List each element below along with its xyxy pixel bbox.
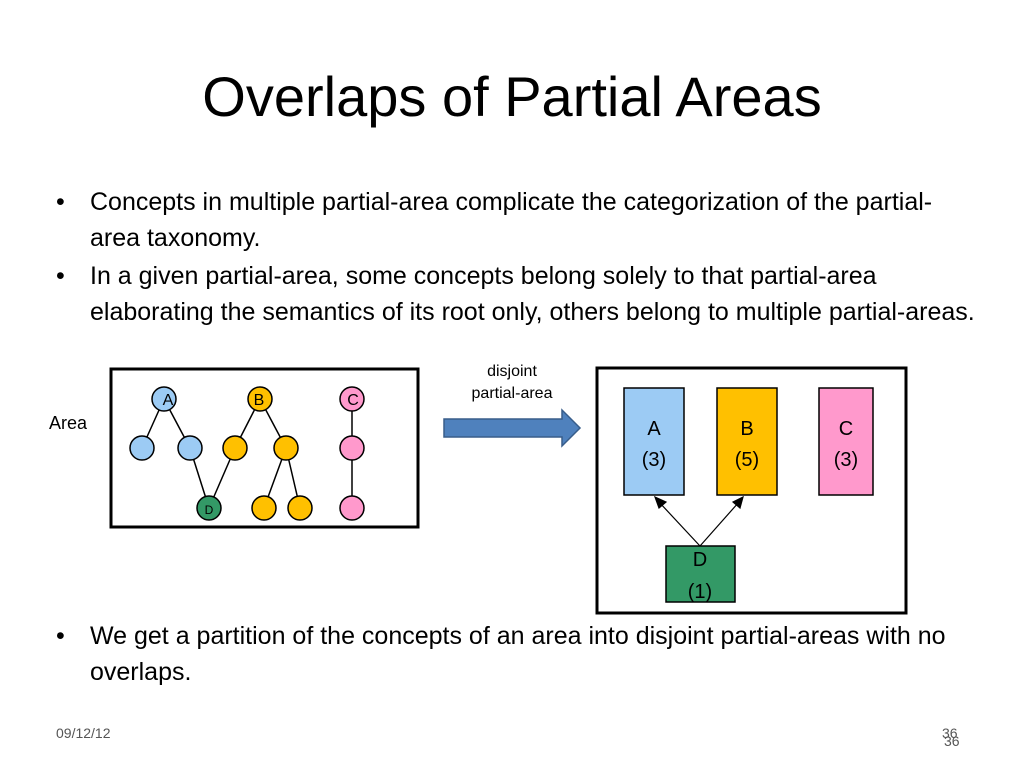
partial-area-labels: A (3) B (5) C (3) D (1) xyxy=(642,418,858,603)
node-label-b: B xyxy=(254,392,265,409)
node-label-d: D xyxy=(205,503,214,517)
page-number: 36 xyxy=(942,725,958,741)
concept-node-labels: A B C D xyxy=(163,392,359,517)
footer-page-number: 36 36 xyxy=(942,725,960,749)
footer-date: 09/12/12 xyxy=(56,725,111,741)
arrow-label-line2: partial-area xyxy=(472,385,553,402)
concept-node xyxy=(339,435,365,461)
partial-area-a xyxy=(623,387,685,496)
area-label: Area xyxy=(49,413,88,433)
concept-node-d xyxy=(196,495,222,521)
concept-node-b xyxy=(247,386,273,412)
partial-area-d-count: (1) xyxy=(688,581,712,603)
partial-area-b xyxy=(716,387,778,496)
bullet-item: • Concepts in multiple partial-area comp… xyxy=(56,184,976,256)
concept-node xyxy=(287,495,313,521)
concept-node xyxy=(177,435,203,461)
bullet-marker: • xyxy=(56,262,65,290)
partial-area-b-count: (5) xyxy=(735,449,759,471)
partial-area-boxes xyxy=(623,387,874,603)
bullet-list-bottom: • We get a partition of the concepts of … xyxy=(56,618,996,692)
partial-area-c-count: (3) xyxy=(834,449,858,471)
partial-area-d-name: D xyxy=(693,549,707,571)
partial-area-a-name: A xyxy=(647,418,661,440)
partial-area-c xyxy=(818,387,874,496)
arrow-label-line1: disjoint xyxy=(487,363,537,380)
partial-area-a-count: (3) xyxy=(642,449,666,471)
partial-area-c-name: C xyxy=(839,418,853,440)
bullet-marker: • xyxy=(56,188,65,216)
bullet-marker: • xyxy=(56,622,65,650)
concept-nodes xyxy=(129,386,365,521)
concept-node-c xyxy=(339,386,365,412)
child-arrows xyxy=(653,495,744,547)
concept-node xyxy=(273,435,299,461)
bullet-item: • We get a partition of the concepts of … xyxy=(56,618,996,690)
node-label-a: A xyxy=(163,392,174,409)
child-arrow-d-to-b xyxy=(699,501,740,547)
bullet-text: In a given partial-area, some concepts b… xyxy=(90,262,975,326)
concept-node xyxy=(251,495,277,521)
concept-node xyxy=(222,435,248,461)
bullet-list: • Concepts in multiple partial-area comp… xyxy=(56,184,976,332)
partial-area-b-name: B xyxy=(740,418,753,440)
bullet-item: • In a given partial-area, some concepts… xyxy=(56,258,976,330)
transform-arrow xyxy=(443,408,582,448)
page-number-shadow: 36 xyxy=(944,733,960,749)
arrow-shape xyxy=(443,408,582,448)
arrowhead-b xyxy=(731,495,744,510)
slide-title: Overlaps of Partial Areas xyxy=(202,65,822,128)
arrowhead-a xyxy=(653,495,668,510)
concept-node xyxy=(129,435,155,461)
child-arrow-d-to-a xyxy=(658,501,701,547)
bullet-text: Concepts in multiple partial-area compli… xyxy=(90,188,933,252)
node-label-c: C xyxy=(347,392,359,409)
bullet-text: We get a partition of the concepts of an… xyxy=(90,622,946,686)
concept-node-a xyxy=(151,386,177,412)
concept-node xyxy=(339,495,365,521)
